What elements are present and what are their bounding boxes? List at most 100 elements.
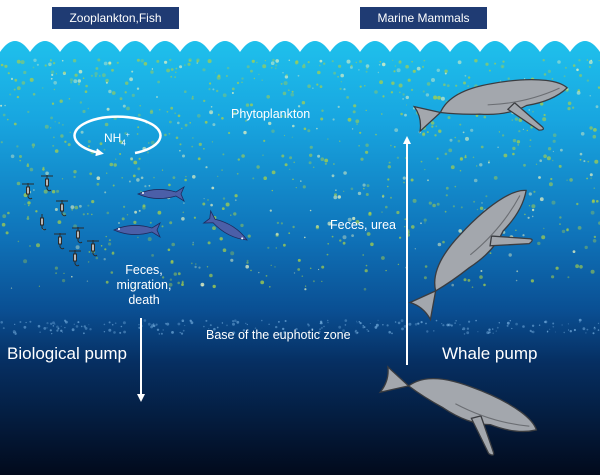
phytoplankton-speck [539,197,544,202]
phytoplankton-speck [586,79,590,82]
phytoplankton-speck [96,182,100,186]
phytoplankton-speck [379,61,382,63]
phytoplankton-speck [173,272,177,276]
euphotic-speck [56,325,59,329]
euphotic-speck [463,333,466,335]
phytoplankton-speck [343,190,345,192]
phytoplankton-speck [27,201,31,205]
phytoplankton-speck [531,208,535,212]
euphotic-speck [408,322,412,326]
phytoplankton-speck [364,269,368,273]
phytoplankton-speck [399,60,402,63]
phytoplankton-speck [230,258,234,262]
euphotic-speck [561,324,563,326]
phytoplankton-speck [318,268,320,271]
phytoplankton-speck [319,85,323,88]
phytoplankton-speck [552,133,557,137]
phytoplankton-speck [539,159,542,162]
phytoplankton-speck [431,125,434,128]
phytoplankton-speck [337,195,341,199]
zooplankton-icon [87,240,99,257]
phytoplankton-speck [567,101,572,106]
phytoplankton-speck [27,110,30,114]
phytoplankton-speck [410,178,414,182]
euphotic-speck [386,324,389,327]
euphotic-speck [147,322,151,326]
euphotic-speck [171,331,174,334]
zooplankton-group [22,175,99,267]
euphotic-speck [184,324,186,327]
phytoplankton-speck [27,215,29,218]
phytoplankton-speck [184,90,187,93]
phytoplankton-speck [210,203,213,207]
phytoplankton-speck [528,205,531,207]
euphotic-speck [354,329,358,332]
euphotic-speck [593,326,596,329]
euphotic-speck [375,323,379,327]
euphotic-speck [77,321,80,324]
euphotic-speck [531,324,535,327]
phytoplankton-speck [91,200,95,204]
phytoplankton-speck [172,176,176,180]
phytoplankton-speck [105,78,109,83]
phytoplankton-speck [548,182,553,187]
phytoplankton-speck [10,287,13,289]
phytoplankton-speck [333,163,335,165]
phytoplankton-speck [161,276,165,279]
euphotic-speck [2,327,5,330]
phytoplankton-speck [363,287,367,291]
euphotic-speck [282,327,285,331]
phytoplankton-speck [473,200,476,203]
phytoplankton-speck [564,66,568,69]
phytoplankton-speck [181,283,184,286]
euphotic-speck [89,328,92,331]
euphotic-speck [103,331,106,333]
phytoplankton-speck [198,266,201,269]
phytoplankton-speck [423,276,427,280]
euphotic-speck [205,319,208,322]
phytoplankton-speck [212,88,215,91]
phytoplankton-speck [593,187,596,189]
phytoplankton-speck [147,151,149,154]
phytoplankton-speck [131,70,134,73]
phytoplankton-speck [511,119,513,121]
phytoplankton-speck [177,281,180,285]
phytoplankton-speck [280,82,283,85]
phytoplankton-speck [211,186,215,190]
phytoplankton-speck [350,187,354,191]
phytoplankton-speck [282,72,284,74]
phytoplankton-speck [593,127,597,132]
phytoplankton-speck [35,210,38,213]
phytoplankton-speck [54,208,58,211]
phytoplankton-speck [267,246,270,249]
phytoplankton-speck [416,66,421,71]
phytoplankton-speck [88,251,91,253]
phytoplankton-speck [507,77,510,80]
phytoplankton-speck [592,134,597,139]
euphotic-speck [80,325,83,328]
phytoplankton-speck [382,95,385,98]
phytoplankton-speck [590,269,595,274]
phytoplankton-speck [153,176,155,179]
phytoplankton-speck [558,164,562,168]
phytoplankton-speck [309,145,313,149]
phytoplankton-speck [23,70,27,75]
phytoplankton-speck [206,266,209,268]
phytoplankton-speck [450,165,455,170]
phytoplankton-speck [407,229,410,232]
phytoplankton-speck [123,205,126,208]
phytoplankton-speck [142,205,146,210]
phytoplankton-speck [465,136,469,141]
phytoplankton-speck [137,126,140,129]
phytoplankton-speck [551,200,556,205]
phytoplankton-speck [33,189,35,191]
phytoplankton-speck [226,66,230,70]
phytoplankton-speck [360,157,364,161]
phytoplankton-speck [87,107,90,110]
euphotic-speck [318,330,321,333]
euphotic-speck [377,319,379,321]
phytoplankton-speck [181,280,184,283]
phytoplankton-speck [61,178,64,180]
euphotic-speck [65,320,68,324]
phytoplankton-speck [335,189,337,191]
